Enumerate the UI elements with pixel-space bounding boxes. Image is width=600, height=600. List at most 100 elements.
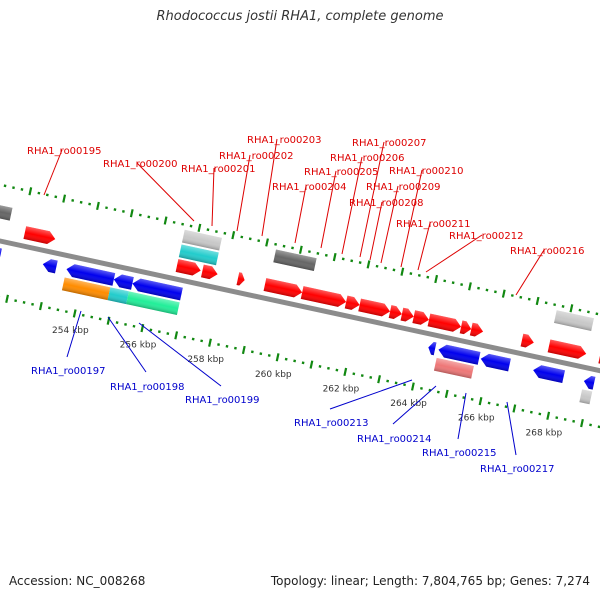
tick-minor <box>586 310 590 314</box>
tick-minor <box>335 368 339 372</box>
reverse-gene-label: RHA1_ro00198 <box>110 382 185 393</box>
tick-minor <box>595 312 599 316</box>
tick-minor <box>291 246 294 250</box>
tick-minor <box>293 359 297 363</box>
tick-minor <box>217 343 220 346</box>
feature-box <box>126 291 180 316</box>
tick-minor <box>45 193 49 197</box>
tick-major <box>275 353 280 362</box>
tick-minor <box>519 295 523 299</box>
tick-minor <box>105 206 108 210</box>
forward-gene-arrow <box>175 259 201 276</box>
tick-minor <box>181 222 185 226</box>
tick-minor <box>157 330 161 334</box>
tick-major <box>410 382 415 391</box>
tick-minor <box>553 303 557 307</box>
tick-major <box>197 223 202 232</box>
leader-line <box>136 162 195 222</box>
tick-minor <box>12 186 15 190</box>
forward-gene-label: RHA1_ro00209 <box>366 182 441 193</box>
tick-minor <box>485 288 489 292</box>
tick-minor <box>460 283 464 286</box>
map-title: Rhodococcus jostii RHA1, complete genome <box>156 9 444 24</box>
top-tick-ruler <box>3 184 599 316</box>
tick-minor <box>470 397 474 401</box>
tick-minor <box>369 375 373 379</box>
tick-minor <box>284 357 288 361</box>
leader-line <box>294 185 307 244</box>
forward-gene-label: RHA1_ro00207 <box>352 138 427 149</box>
tick-label: 254 kbp <box>52 326 89 336</box>
tick-major <box>434 274 439 284</box>
tick-minor <box>248 237 252 241</box>
bottom-tick-ruler <box>0 294 600 429</box>
reverse-gene-arrow <box>480 353 511 372</box>
tick-minor <box>420 386 423 390</box>
forward-gene-label: RHA1_ro00201 <box>181 164 256 175</box>
forward-gene-label: RHA1_ro00195 <box>27 146 102 157</box>
forward-gene-arrow <box>388 305 402 319</box>
tick-minor <box>20 188 24 191</box>
forward-gene-label: RHA1_ro00211 <box>396 219 471 230</box>
leader-line <box>457 392 467 440</box>
tick-minor <box>132 324 136 328</box>
tick-major <box>400 267 405 276</box>
leader-line <box>329 379 413 410</box>
forward-gene-label: RHA1_ro00202 <box>219 151 294 162</box>
tick-minor <box>451 281 455 285</box>
tick-label: 268 kbp <box>526 428 563 438</box>
tick-minor <box>223 231 227 235</box>
tick-minor <box>417 273 421 277</box>
tick-minor <box>563 418 567 421</box>
reverse-gene-label: RHA1_ro00217 <box>480 464 555 475</box>
leader-line <box>515 249 545 296</box>
tick-label: 256 kbp <box>120 341 157 351</box>
tick-minor <box>327 366 330 370</box>
tick-minor <box>189 224 193 228</box>
tick-minor <box>341 257 345 261</box>
tick-minor <box>183 335 187 339</box>
leader-line <box>43 149 63 196</box>
forward-gene-arrow <box>412 310 429 325</box>
tick-minor <box>64 310 68 314</box>
forward-gene-arrow <box>400 307 414 322</box>
tick-minor <box>54 195 58 199</box>
tick-minor <box>301 361 305 365</box>
leader-line <box>380 185 399 264</box>
tick-minor <box>138 213 142 217</box>
tick-minor <box>206 228 210 232</box>
tick-minor <box>510 294 514 297</box>
tick-minor <box>426 275 430 279</box>
tick-minor <box>250 350 254 354</box>
forward-gene-label: RHA1_ro00206 <box>330 153 405 164</box>
forward-gene-label: RHA1_ro00203 <box>247 135 322 146</box>
leader-line <box>400 169 423 268</box>
leader-line <box>66 310 82 358</box>
tick-minor <box>172 220 176 224</box>
tick-minor <box>149 328 153 332</box>
tick-major <box>5 294 9 303</box>
tick-label: 266 kbp <box>458 414 495 424</box>
tick-minor <box>496 403 499 407</box>
tick-major <box>501 289 506 298</box>
tick-major <box>231 231 236 240</box>
tick-minor <box>358 261 362 265</box>
feature-box <box>107 287 129 305</box>
leader-line <box>369 201 383 261</box>
tick-minor <box>529 410 533 414</box>
tick-major <box>265 238 269 247</box>
leader-line <box>506 401 517 456</box>
tick-minor <box>360 374 364 378</box>
tick-minor <box>409 272 413 275</box>
tick-major <box>129 209 134 218</box>
tick-minor <box>350 259 354 263</box>
tick-minor <box>375 264 379 268</box>
tick-minor <box>316 252 320 255</box>
tick-major <box>444 389 449 398</box>
forward-gene-arrow <box>236 272 245 286</box>
reverse-gene-arrow <box>428 341 437 356</box>
forward-gene-arrow <box>263 278 303 298</box>
feature-box <box>553 310 594 331</box>
tick-minor <box>31 302 34 306</box>
reverse-gene-label: RHA1_ro00215 <box>422 448 497 459</box>
